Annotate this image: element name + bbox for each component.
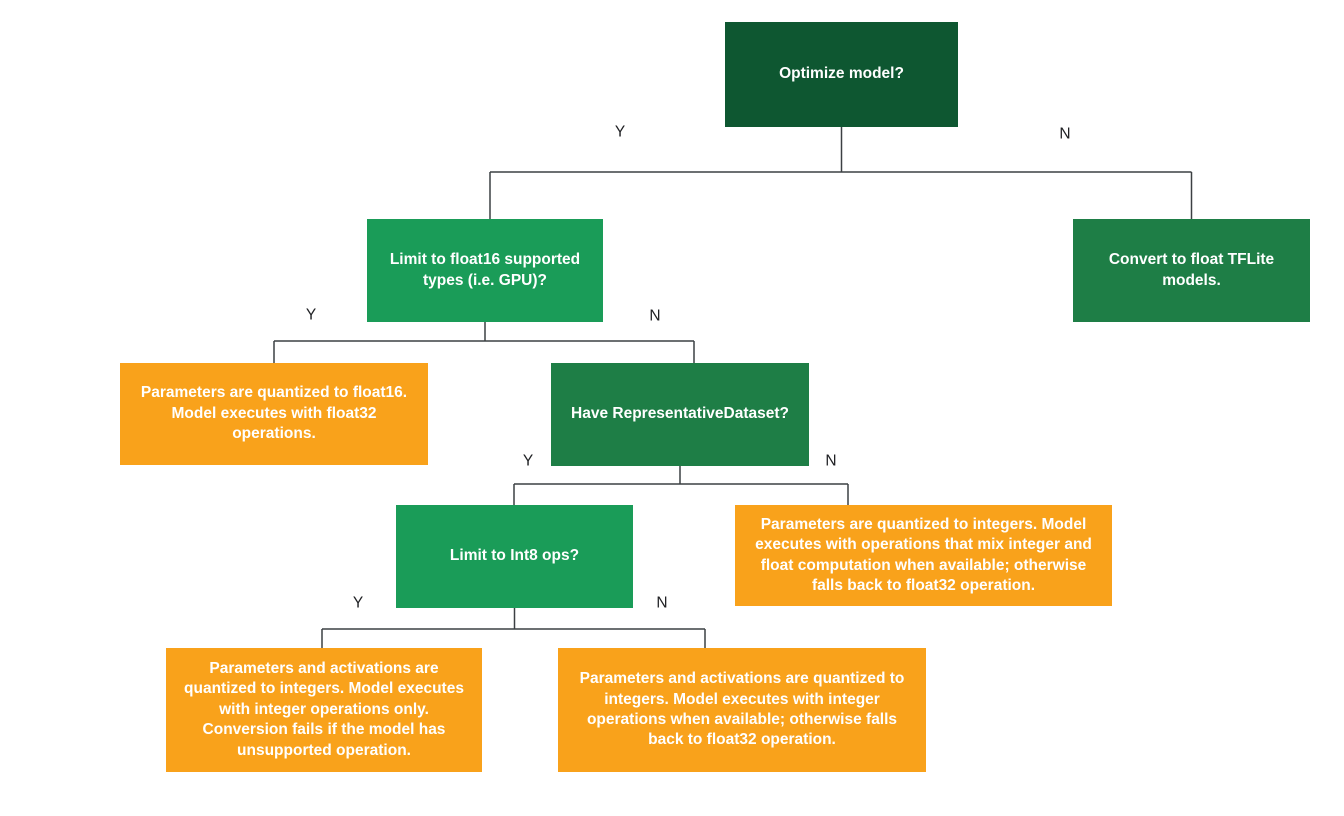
edge-label-have-dataset-no: N: [825, 452, 837, 470]
node-have-representative-dataset: Have RepresentativeDataset?: [551, 363, 809, 466]
connector-optimize-branch: [489, 127, 1193, 219]
connector-limit-float16-branch: [273, 322, 695, 363]
edge-label-limit-int8-no: N: [656, 594, 668, 612]
edge-label-limit-int8-yes: Y: [352, 594, 364, 612]
node-float16-quantization-result: Parameters are quantized to float16. Mod…: [120, 363, 428, 465]
edge-label-optimize-no: N: [1059, 125, 1071, 143]
node-limit-float16: Limit to float16 supported types (i.e. G…: [367, 219, 603, 322]
node-optimize-model: Optimize model?: [725, 22, 958, 127]
node-mixed-integer-float-result: Parameters are quantized to integers. Mo…: [735, 505, 1112, 606]
edge-label-optimize-yes: Y: [614, 123, 626, 141]
edge-label-limit-float16-yes: Y: [305, 306, 317, 324]
edge-label-limit-float16-no: N: [649, 307, 661, 325]
node-int8-only-result: Parameters and activations are quantized…: [166, 648, 482, 772]
node-int8-fallback-result: Parameters and activations are quantized…: [558, 648, 926, 772]
connector-have-dataset-branch: [513, 466, 849, 505]
node-limit-int8-ops: Limit to Int8 ops?: [396, 505, 633, 608]
node-convert-float-tflite: Convert to float TFLite models.: [1073, 219, 1310, 322]
edge-label-have-dataset-yes: Y: [522, 452, 534, 470]
connector-limit-int8-branch: [321, 608, 706, 648]
